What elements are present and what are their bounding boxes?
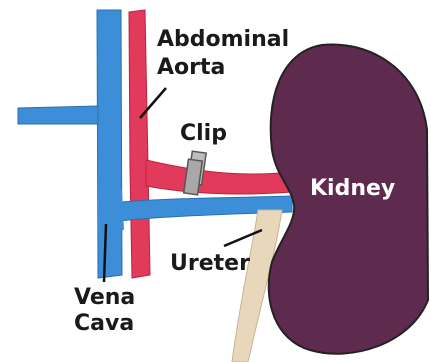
vena-cava-left-branch	[18, 106, 98, 124]
abdominal-aorta-trunk	[129, 10, 150, 278]
label-kidney: Kidney	[310, 176, 395, 201]
renal-artery	[146, 160, 292, 194]
vena-cava-trunk	[97, 10, 122, 278]
label-ureter: Ureter	[170, 251, 250, 276]
label-abdominal: Abdominal	[157, 27, 289, 52]
vena-cava-junction	[98, 190, 124, 232]
label-vena: Vena	[74, 285, 135, 310]
label-aorta: Aorta	[157, 55, 225, 80]
label-cava: Cava	[74, 311, 134, 336]
label-clip: Clip	[180, 121, 227, 146]
